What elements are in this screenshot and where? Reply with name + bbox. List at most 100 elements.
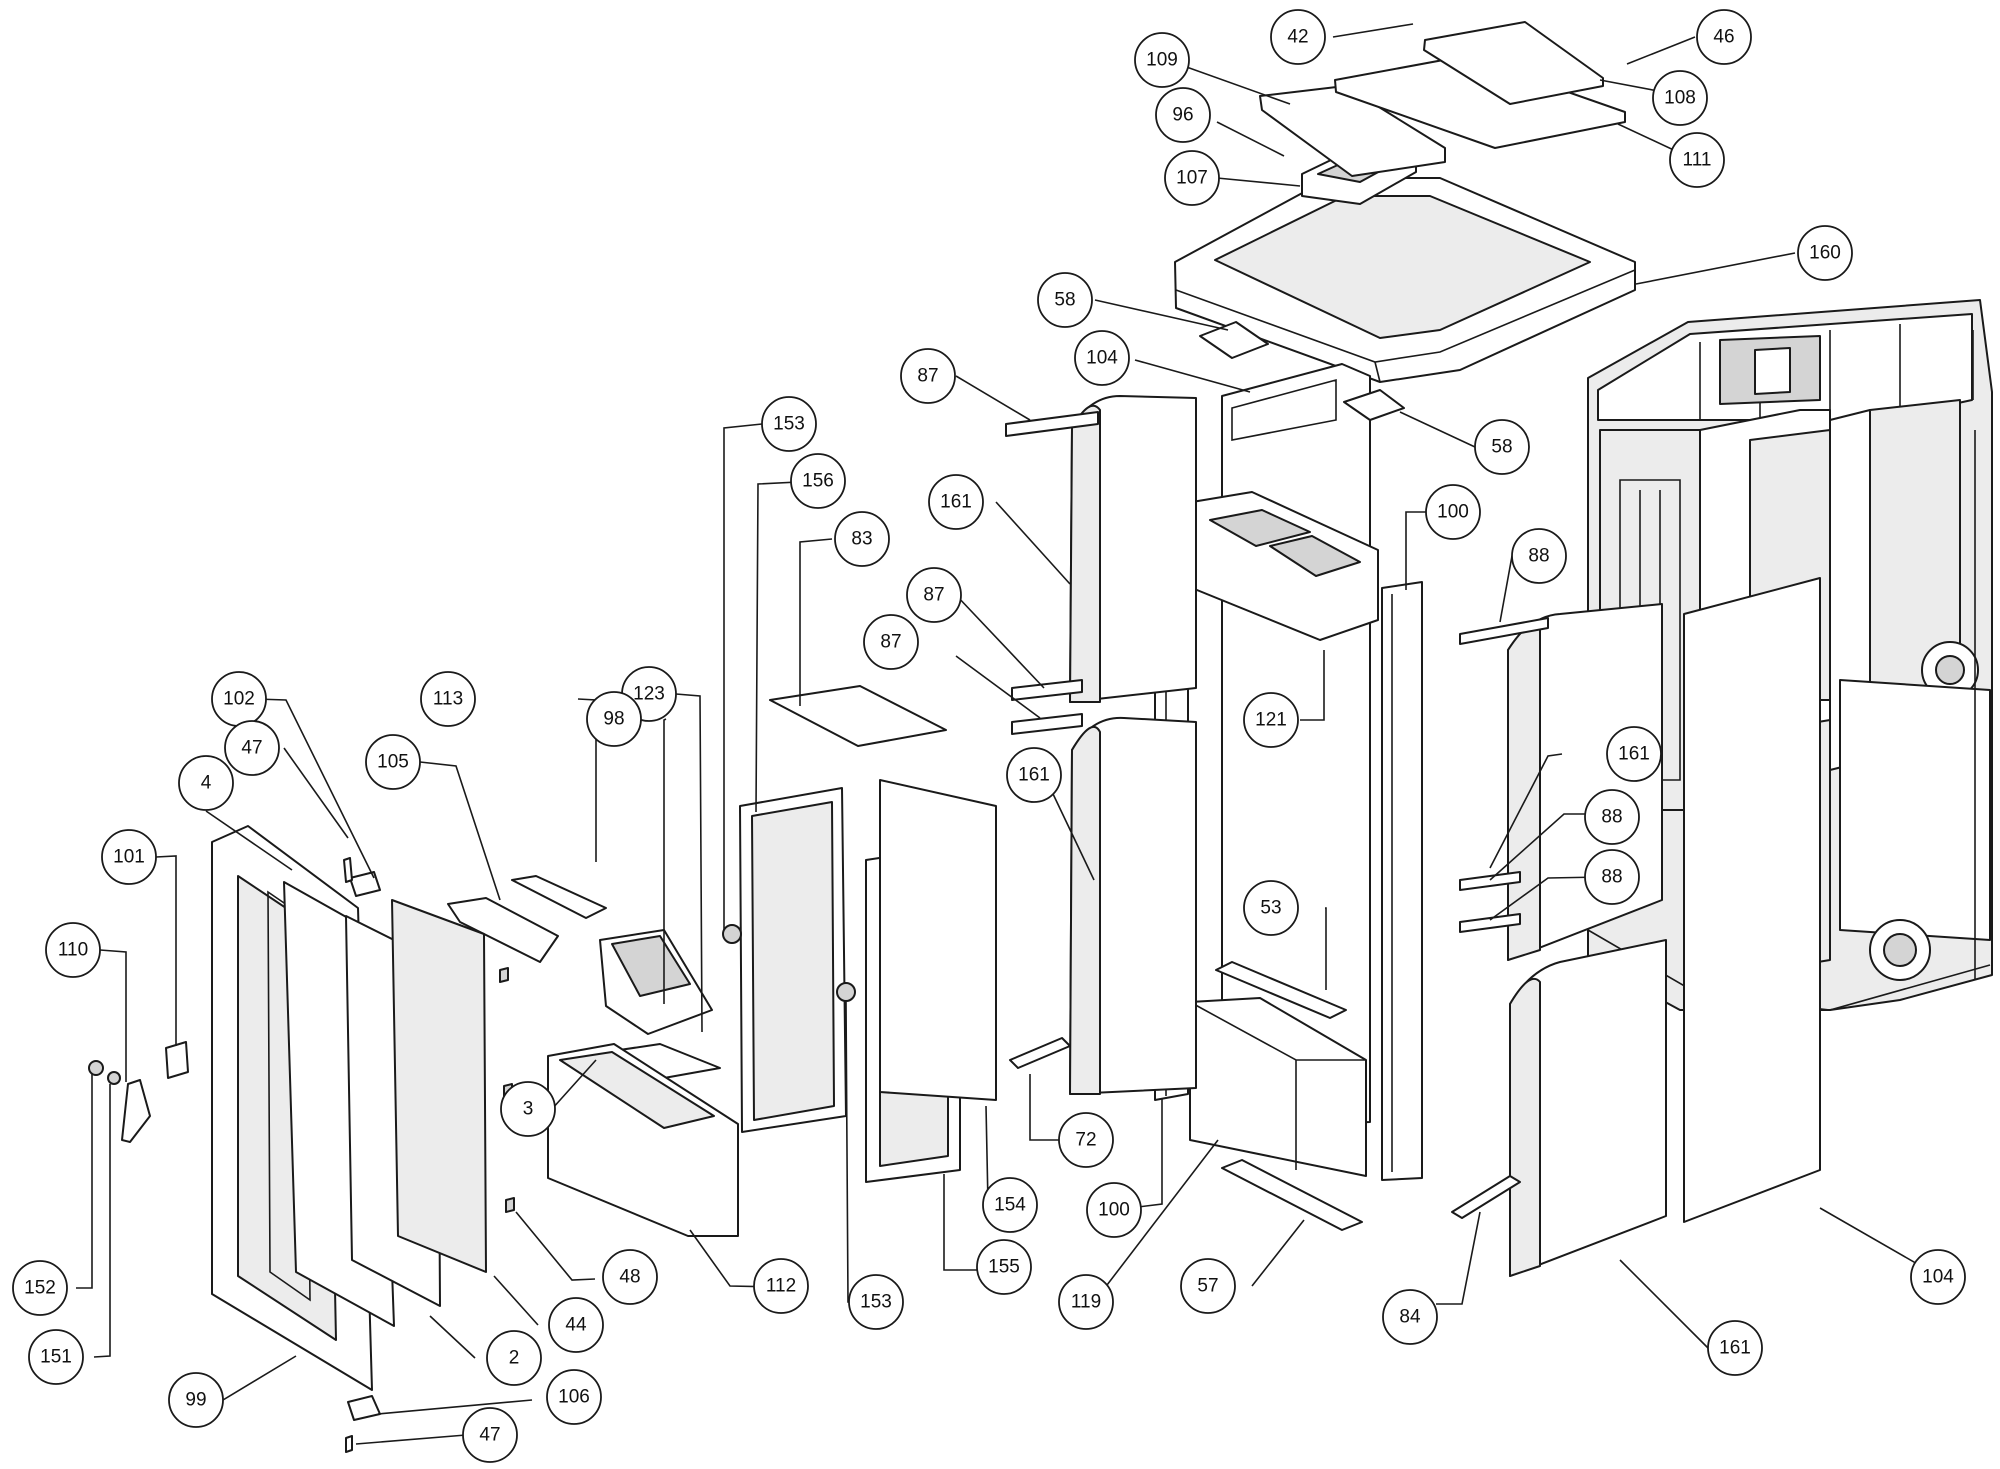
- svg-text:88: 88: [1601, 807, 1622, 828]
- svg-text:102: 102: [223, 689, 255, 710]
- svg-text:161: 161: [1018, 765, 1050, 786]
- svg-text:3: 3: [523, 1099, 534, 1120]
- callout-100: 100: [1425, 484, 1481, 540]
- callout-84: 84: [1382, 1289, 1438, 1345]
- svg-text:106: 106: [558, 1387, 590, 1408]
- svg-text:84: 84: [1399, 1307, 1421, 1328]
- svg-text:87: 87: [923, 585, 944, 606]
- callout-96: 96: [1155, 87, 1211, 143]
- leader-lines: [76, 23, 1941, 1445]
- callout-151: 151: [28, 1329, 84, 1385]
- svg-text:112: 112: [766, 1276, 796, 1297]
- callout-47: 47: [462, 1407, 518, 1463]
- callout-153: 153: [761, 396, 817, 452]
- callout-46: 46: [1696, 9, 1752, 65]
- top-grates: [1259, 21, 1626, 205]
- svg-text:160: 160: [1809, 243, 1841, 264]
- svg-text:88: 88: [1601, 867, 1622, 888]
- callout-106: 106: [546, 1369, 602, 1425]
- gasket-156: [739, 787, 847, 1133]
- plate-83: [769, 685, 947, 747]
- callout-104: 104: [1910, 1249, 1966, 1305]
- bracket-58: [1199, 321, 1405, 421]
- callout-58: 58: [1474, 419, 1530, 475]
- callout-47: 47: [224, 720, 280, 776]
- svg-text:58: 58: [1054, 290, 1075, 311]
- svg-text:47: 47: [241, 738, 262, 759]
- svg-text:161: 161: [940, 492, 972, 513]
- svg-text:113: 113: [433, 689, 463, 710]
- callout-88: 88: [1584, 789, 1640, 845]
- callout-58: 58: [1037, 272, 1093, 328]
- callout-105: 105: [365, 734, 421, 790]
- side-channel-100-right: [1381, 581, 1423, 1181]
- callout-108: 108: [1652, 70, 1708, 126]
- callout-110: 110: [45, 922, 101, 978]
- callout-101: 101: [101, 829, 157, 885]
- callout-87: 87: [900, 348, 956, 404]
- callout-104: 104: [1074, 330, 1130, 386]
- upper-duct-121: [1191, 491, 1379, 641]
- callout-44: 44: [548, 1297, 604, 1353]
- svg-text:100: 100: [1437, 502, 1469, 523]
- curved-panel-161-upper: [1069, 395, 1197, 703]
- svg-text:152: 152: [24, 1278, 56, 1299]
- callout-161: 161: [928, 474, 984, 530]
- svg-text:98: 98: [603, 709, 624, 730]
- svg-text:107: 107: [1176, 168, 1208, 189]
- callout-109: 109: [1134, 32, 1190, 88]
- callout-72: 72: [1058, 1112, 1114, 1168]
- svg-text:101: 101: [113, 847, 145, 868]
- svg-text:87: 87: [917, 366, 938, 387]
- svg-text:155: 155: [988, 1257, 1020, 1278]
- callout-113: 113: [420, 671, 476, 727]
- bracket-57: [1221, 1159, 1363, 1231]
- glass-44: [391, 899, 487, 1273]
- svg-text:156: 156: [802, 471, 834, 492]
- callout-4: 4: [178, 755, 234, 811]
- bracket-88: [1459, 617, 1549, 933]
- svg-text:161: 161: [1618, 744, 1650, 765]
- ash-box-112: [547, 1043, 739, 1237]
- svg-text:96: 96: [1172, 105, 1193, 126]
- svg-text:44: 44: [565, 1315, 587, 1336]
- svg-text:57: 57: [1197, 1276, 1218, 1297]
- svg-text:109: 109: [1146, 50, 1178, 71]
- callout-161: 161: [1606, 726, 1662, 782]
- callout-42: 42: [1270, 9, 1326, 65]
- bracket-87: [1005, 411, 1099, 735]
- callouts: 42 46 109 108 96 111 107 160 58 87 104 5…: [12, 9, 1966, 1463]
- svg-text:2: 2: [509, 1348, 520, 1369]
- callout-160: 160: [1797, 225, 1853, 281]
- clips-48: [499, 967, 515, 1213]
- svg-text:123: 123: [633, 684, 665, 705]
- callout-161: 161: [1707, 1320, 1763, 1376]
- callout-156: 156: [790, 453, 846, 509]
- callout-3: 3: [500, 1081, 556, 1137]
- svg-text:42: 42: [1287, 27, 1308, 48]
- callout-88: 88: [1584, 849, 1640, 905]
- curved-panel-161-right-upper: [1507, 603, 1663, 961]
- svg-text:46: 46: [1713, 27, 1734, 48]
- callout-57: 57: [1180, 1258, 1236, 1314]
- svg-text:161: 161: [1719, 1338, 1751, 1359]
- burner-98: [599, 929, 713, 1035]
- callout-88: 88: [1511, 528, 1567, 584]
- bracket-84: [1451, 1175, 1521, 1219]
- svg-text:153: 153: [860, 1292, 892, 1313]
- callout-98: 98: [586, 691, 642, 747]
- svg-text:87: 87: [880, 632, 901, 653]
- callout-48: 48: [602, 1249, 658, 1305]
- callout-155: 155: [976, 1239, 1032, 1295]
- callout-112: 112: [753, 1258, 809, 1314]
- pins-47: [343, 857, 353, 1453]
- svg-text:99: 99: [185, 1390, 206, 1411]
- svg-text:48: 48: [619, 1267, 640, 1288]
- callout-121: 121: [1243, 692, 1299, 748]
- svg-text:58: 58: [1491, 437, 1512, 458]
- callout-100: 100: [1086, 1182, 1142, 1238]
- bracket-72: [1009, 1037, 1071, 1069]
- lower-box-119: [1189, 997, 1367, 1177]
- callout-154: 154: [982, 1177, 1038, 1233]
